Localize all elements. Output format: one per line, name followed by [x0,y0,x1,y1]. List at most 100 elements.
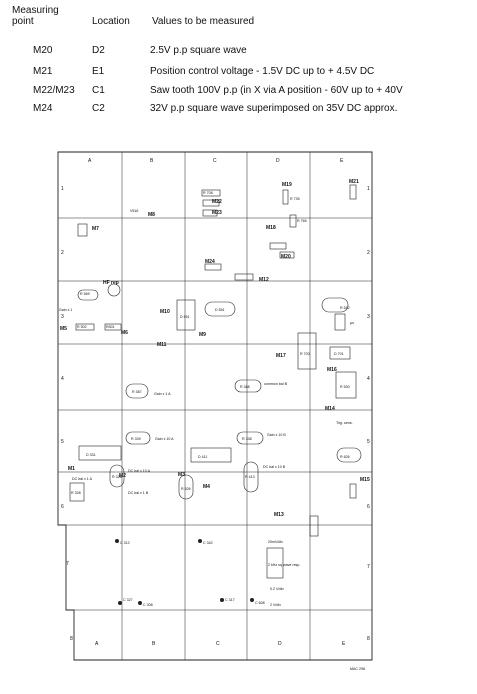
row-value: Saw tooth 100V p.p (in X via A position … [150,85,403,96]
note-dc-bal-x1-a: DC bal x 1 A [72,477,93,481]
test-point [138,601,142,605]
header-location: Location [92,16,130,27]
component-label: R 388 [240,385,250,389]
component-label: C 342 [203,541,213,545]
note-dc-bal-x10-b: DC bal x 10 B [263,465,286,469]
component-body [243,461,259,493]
measuring-point-m12: M12 [259,277,269,283]
component-label: R 328 [71,491,81,495]
measuring-point-m4: M4 [203,484,210,490]
component-body [125,431,151,445]
measuring-point-m15: M15 [360,477,370,483]
row-label-left: 4 [61,376,64,382]
component-body [336,447,362,463]
component-label: R 765 [297,219,307,223]
measuring-point-m5: M5 [60,326,67,332]
row-value: 2.5V p.p square wave [150,45,247,56]
header-values: Values to be measured [152,16,255,27]
row-label-right: 3 [367,314,370,320]
component-label: R501 [106,325,115,329]
row-point: M20 [33,45,53,56]
measuring-point-m6: M6 [121,330,128,336]
measuring-point-m13: M13 [274,512,284,518]
component-label: R 387 [132,390,142,394]
measuring-point-m7: M7 [92,226,99,232]
note-gain-x1: Gain x 1 [59,308,72,312]
component-body [349,483,357,499]
measuring-point-m3: M3 [178,472,185,478]
row-label-right: 4 [367,376,370,382]
measuring-point-m24: M24 [205,259,215,265]
col-label-top: D [276,158,280,164]
measuring-point-m21: M21 [349,179,359,185]
col-label-top: A [88,158,92,164]
measuring-point-m19: M19 [282,182,292,188]
component-label: R 569 [80,292,90,296]
measuring-point-m22: M22 [212,199,222,205]
component-body [334,313,346,331]
row-label-left: 2 [61,250,64,256]
component-label: R 530 [340,385,350,389]
component-body [234,379,262,393]
component-body [107,283,121,297]
measuring-point-m14: M14 [325,406,335,412]
measuring-point-m1: M1 [68,466,75,472]
test-point [115,539,119,543]
col-label-bottom: E [342,641,346,647]
col-label-bottom: B [152,641,156,647]
row-label-right: 2 [367,250,370,256]
component-label: C 317 [225,598,235,602]
component-body [77,223,88,237]
component-label: D 551 [180,315,190,319]
note-gain-x10-a: Gain x 10 A [155,437,174,441]
row-location: C1 [92,85,105,96]
measuring-point-m16: M16 [327,367,337,373]
note-2khz-sq-wave: 2 kHz sq wave resp. [268,563,300,567]
measuring-point-m20: M20 [281,254,291,260]
component-body [104,323,122,331]
component-label: R 703 [300,352,310,356]
row-label-right: 5 [367,439,370,445]
measuring-point-m10: M10 [160,309,170,315]
row-location: E1 [92,66,105,77]
component-body [202,199,220,207]
component-body [279,251,295,259]
component-body [201,189,221,197]
component-body [335,371,357,399]
component-body [236,431,264,445]
component-label: R 512 [340,306,350,310]
note-0-2v-div: 0.2 V/div [270,587,284,591]
measuring-point-m18: M18 [266,225,276,231]
footer-code: MAC 298 [350,667,365,671]
measuring-point-m11: M11 [157,342,167,348]
component-label: R 328 [112,475,122,479]
row-label-left: 5 [61,439,64,445]
component-label: C 312 [120,541,130,545]
component-label: R 339 [131,437,141,441]
test-point [220,598,224,602]
note-20mv-div: 20mV/div [268,540,283,544]
measuring-point-m8: M8 [148,212,155,218]
component-label: R 708 [203,191,213,195]
col-label-bottom: A [95,641,99,647]
note-trig-sens: Trig. sens. [336,421,353,425]
component-label: R 626 [340,455,350,459]
component-body [349,184,357,200]
col-label-top: B [150,158,154,164]
component-body [176,299,196,331]
row-label-left: 6 [61,504,64,510]
component-label: D 411 [198,455,207,459]
note-gain-x1-a: Gain x 1 A [154,392,171,396]
component-label: D 701 [334,352,344,356]
measuring-point-m23: M23 [212,210,222,216]
note-microseconds: μs [350,321,354,325]
component-body [282,189,289,205]
row-label-left: 8 [70,636,73,642]
row-location: C2 [92,103,105,114]
component-label: R 526 [181,487,191,491]
measuring-point-m2: M2 [119,473,126,479]
note-dc-bal-x10-a: DC bal x 10 A [128,469,151,473]
row-label-left: 3 [61,314,64,320]
component-body [178,474,194,500]
